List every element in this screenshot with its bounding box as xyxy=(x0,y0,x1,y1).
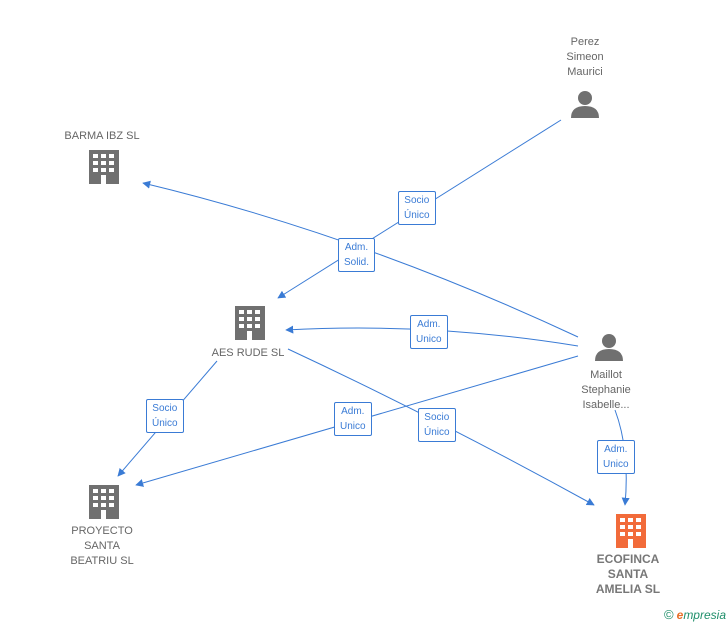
label-line: Maillot xyxy=(590,369,622,381)
edge-label-line: Adm. xyxy=(604,444,628,455)
edge-label-adm-solid: Adm. Solid. xyxy=(338,238,376,272)
copyright-icon: © xyxy=(664,607,674,622)
edge-label-adm-unico: Adm. Unico xyxy=(597,440,635,474)
edge-label-line: Único xyxy=(404,210,430,221)
edge-label-socio-unico: Socio Único xyxy=(418,408,456,442)
node-label-maillot[interactable]: Maillot Stephanie Isabelle... xyxy=(581,368,631,413)
building-icon xyxy=(89,150,119,184)
person-icon xyxy=(571,91,599,118)
label-line: AES RUDE SL xyxy=(211,347,285,359)
edge-label-line: Solid. xyxy=(344,257,370,268)
edge-label-line: Adm. xyxy=(417,319,441,330)
edge-label-line: Adm. xyxy=(344,242,369,253)
label-line: Simeon xyxy=(566,51,604,63)
brand-footer[interactable]: ©empresia xyxy=(664,607,726,622)
edge-label-adm-unico: Adm. Unico xyxy=(410,315,448,349)
label-line: AMELIA SL xyxy=(595,582,661,596)
brand-e: e xyxy=(676,608,684,622)
building-icon xyxy=(235,306,265,340)
edge-label-line: Unico xyxy=(603,459,629,470)
node-label-barma[interactable]: BARMA IBZ SL xyxy=(64,129,139,144)
building-icon xyxy=(89,485,119,519)
edge-label-line: Único xyxy=(424,427,450,438)
label-line: BEATRIU SL xyxy=(70,555,134,567)
label-line: Isabelle... xyxy=(582,399,630,411)
node-label-aes[interactable]: AES RUDE SL xyxy=(212,346,285,361)
edge-label-line: Único xyxy=(152,418,178,429)
node-label-proyecto[interactable]: PROYECTO SANTA BEATRIU SL xyxy=(70,524,133,569)
label-line: Maurici xyxy=(567,66,603,78)
label-line: Stephanie xyxy=(581,384,631,396)
node-label-perez[interactable]: Perez Simeon Maurici xyxy=(566,35,603,80)
label-line: SANTA xyxy=(607,567,649,581)
label-line: SANTA xyxy=(84,540,120,552)
focus-building-icon xyxy=(616,514,646,548)
edge-label-line: Socio xyxy=(404,195,430,206)
edge-label-adm-unico: Adm. Unico xyxy=(334,402,372,436)
edge-label-line: Socio xyxy=(152,403,178,414)
edge-label-socio-unico: Socio Único xyxy=(146,399,184,433)
label-line: ECOFINCA xyxy=(596,552,660,566)
edge-label-line: Adm. xyxy=(341,406,365,417)
edge-label-line: Unico xyxy=(340,421,366,432)
edge-label-line: Socio xyxy=(424,412,450,423)
brand-name: mpresia xyxy=(683,608,726,622)
node-label-ecofinca[interactable]: ECOFINCA SANTA AMELIA SL xyxy=(596,552,660,597)
person-icon xyxy=(595,334,623,361)
edge-label-socio-unico: Socio Único xyxy=(398,191,436,225)
label-line: BARMA IBZ SL xyxy=(64,130,140,142)
label-line: Perez xyxy=(570,36,600,48)
label-line: PROYECTO xyxy=(71,525,133,537)
edge-label-line: Unico xyxy=(416,334,442,345)
